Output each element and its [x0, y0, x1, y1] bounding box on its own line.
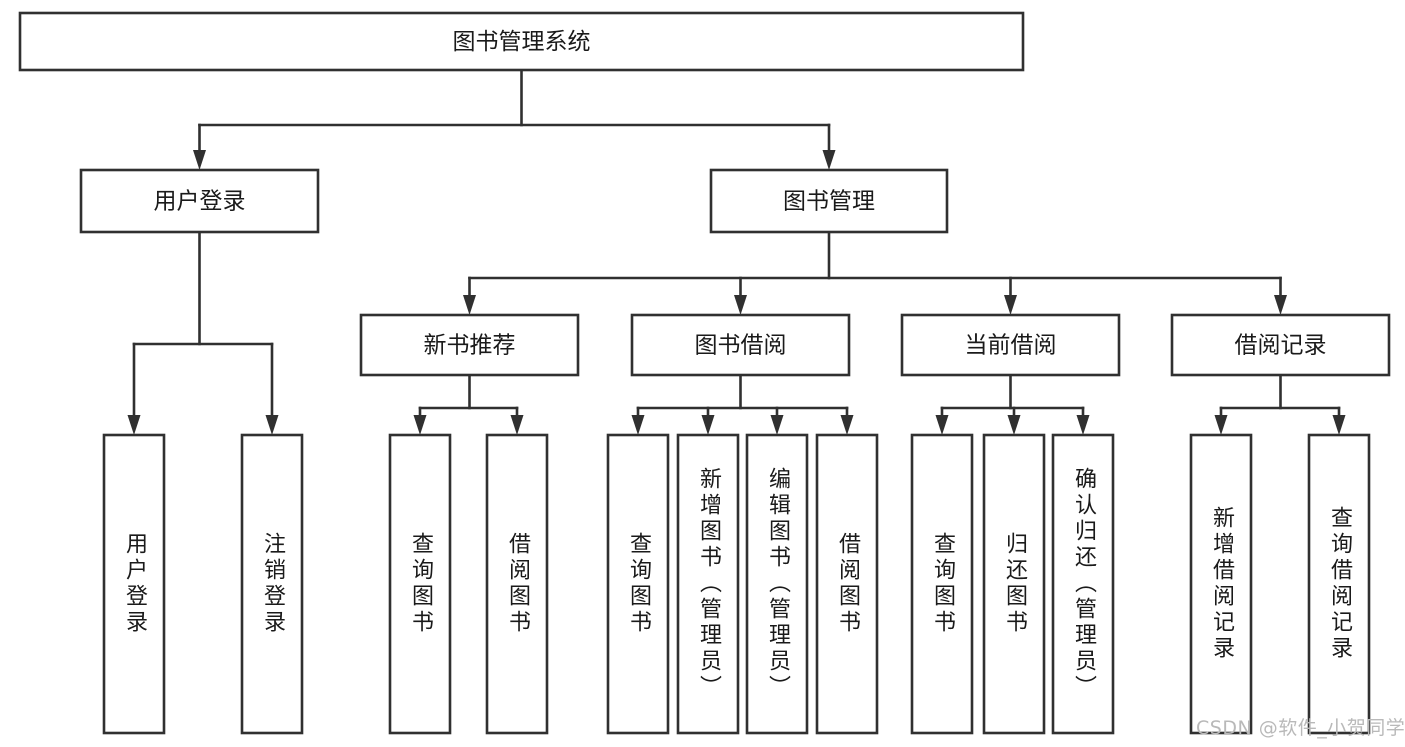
- node-leaf-query-book-2-box[interactable]: [606, 433, 670, 735]
- arrow-head-icon: [631, 415, 645, 435]
- arrow-head-icon: [265, 415, 279, 435]
- node-book-borrow-label: 图书借阅: [695, 333, 787, 359]
- node-leaf-query-record-box[interactable]: [1307, 433, 1371, 735]
- node-book-mgmt-box[interactable]: [709, 168, 949, 234]
- node-leaf-query-book-2[interactable]: [606, 433, 670, 735]
- arrow-head-icon: [127, 415, 141, 435]
- node-leaf-user-logout[interactable]: [240, 433, 304, 735]
- node-root-system-box[interactable]: [18, 11, 1025, 72]
- node-leaf-query-book-3[interactable]: [910, 433, 974, 735]
- node-leaf-query-book-3-box[interactable]: [910, 433, 974, 735]
- node-leaf-borrow-book-1-box[interactable]: [485, 433, 549, 735]
- node-root-system-label: 图书管理系统: [453, 29, 591, 55]
- arrow-head-icon: [822, 150, 836, 170]
- node-leaf-confirm-return-box[interactable]: [1051, 433, 1115, 735]
- node-leaf-edit-book-box[interactable]: [745, 433, 809, 735]
- arrow-head-icon: [935, 415, 949, 435]
- edge-layer: [127, 68, 1346, 435]
- node-leaf-add-book[interactable]: [676, 433, 740, 735]
- node-leaf-borrow-book-2-box[interactable]: [815, 433, 879, 735]
- node-leaf-add-record-box[interactable]: [1189, 433, 1253, 735]
- node-leaf-user-login-box[interactable]: [102, 433, 166, 735]
- arrow-head-icon: [413, 415, 427, 435]
- node-leaf-query-book-1-box[interactable]: [388, 433, 452, 735]
- arrow-head-icon: [1004, 295, 1017, 315]
- node-user-login-label: 用户登录: [154, 189, 246, 215]
- node-leaf-user-login[interactable]: [102, 433, 166, 735]
- arrow-head-icon: [1214, 415, 1228, 435]
- node-leaf-borrow-book-2[interactable]: [815, 433, 879, 735]
- node-current-borrow-box[interactable]: [900, 313, 1121, 377]
- arrow-head-icon: [1007, 415, 1021, 435]
- node-current-borrow-label: 当前借阅: [965, 333, 1057, 359]
- arrow-head-icon: [463, 295, 476, 315]
- node-user-login[interactable]: 用户登录: [79, 168, 320, 234]
- node-leaf-return-book[interactable]: [982, 433, 1046, 735]
- csdn-watermark: CSDN @软件_小贺同学: [1196, 717, 1405, 739]
- node-current-borrow[interactable]: 当前借阅: [900, 313, 1121, 377]
- arrow-head-icon: [734, 295, 747, 315]
- arrow-head-icon: [770, 415, 784, 435]
- node-leaf-borrow-book-1[interactable]: [485, 433, 549, 735]
- node-new-book-rec[interactable]: 新书推荐: [359, 313, 580, 377]
- arrow-head-icon: [510, 415, 524, 435]
- node-book-mgmt[interactable]: 图书管理: [709, 168, 949, 234]
- node-leaf-return-book-box[interactable]: [982, 433, 1046, 735]
- node-leaf-add-book-box[interactable]: [676, 433, 740, 735]
- node-new-book-rec-box[interactable]: [359, 313, 580, 377]
- node-leaf-add-record[interactable]: [1189, 433, 1253, 735]
- node-user-login-box[interactable]: [79, 168, 320, 234]
- arrow-head-icon: [193, 150, 206, 170]
- node-book-borrow[interactable]: 图书借阅: [630, 313, 851, 377]
- node-leaf-confirm-return[interactable]: [1051, 433, 1115, 735]
- node-book-borrow-box[interactable]: [630, 313, 851, 377]
- node-leaf-edit-book[interactable]: [745, 433, 809, 735]
- node-leaf-user-logout-box[interactable]: [240, 433, 304, 735]
- arrow-head-icon: [701, 415, 715, 435]
- node-book-mgmt-label: 图书管理: [783, 189, 875, 215]
- node-borrow-record-label: 借阅记录: [1235, 333, 1327, 359]
- node-leaf-query-record[interactable]: [1307, 433, 1371, 735]
- arrow-head-icon: [1274, 295, 1287, 315]
- node-new-book-rec-label: 新书推荐: [424, 333, 516, 359]
- arrow-head-icon: [840, 415, 854, 435]
- arrow-head-icon: [1332, 415, 1346, 435]
- arrow-head-icon: [1076, 415, 1090, 435]
- node-leaf-query-book-1[interactable]: [388, 433, 452, 735]
- node-root-system[interactable]: 图书管理系统: [18, 11, 1025, 72]
- node-borrow-record[interactable]: 借阅记录: [1170, 313, 1391, 377]
- node-borrow-record-box[interactable]: [1170, 313, 1391, 377]
